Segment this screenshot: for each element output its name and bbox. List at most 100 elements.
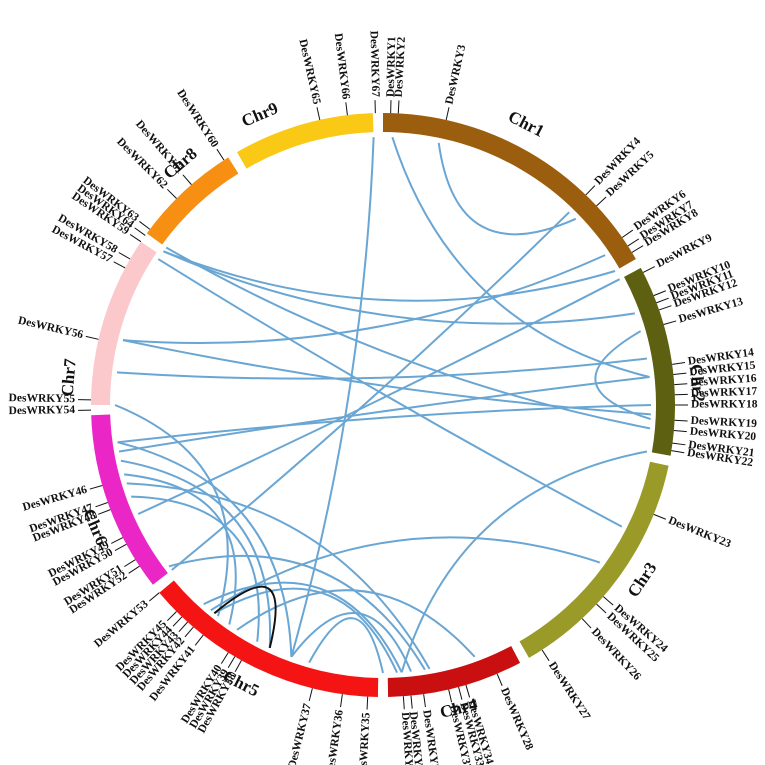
chromosome-segment-chr4 [387, 646, 521, 697]
gene-tick [656, 297, 669, 304]
synteny-link [122, 339, 651, 416]
gene-tick [674, 419, 688, 422]
gene-tick [672, 442, 686, 446]
synteny-link [213, 587, 398, 674]
gene-tick [216, 148, 225, 161]
synteny-link [163, 250, 635, 325]
chromosome-segment-chr7 [91, 241, 157, 405]
gene-tick [672, 362, 686, 365]
gene-label-deswrky18: DesWRKY18 [691, 399, 758, 411]
chromosome-segment-chr5 [159, 580, 379, 697]
gene-tick [673, 429, 687, 433]
gene-label-deswrky20: DesWRKY20 [689, 426, 756, 444]
synteny-link [400, 450, 648, 673]
gene-tick [118, 252, 131, 260]
gene-tick [166, 188, 177, 199]
gene-tick [128, 565, 140, 574]
gene-tick [674, 383, 688, 386]
chromosome-segment-chr2 [624, 267, 675, 456]
synteny-link [120, 459, 272, 648]
gene-tick [581, 618, 592, 629]
synteny-link [437, 142, 577, 236]
gene-tick [139, 221, 151, 230]
gene-label-deswrky23: DesWRKY23 [666, 514, 732, 550]
chromosome-segment-chr8 [146, 157, 239, 245]
synteny-link [308, 617, 384, 674]
gene-tick [113, 261, 126, 269]
gene-tick [621, 229, 634, 238]
gene-tick [465, 684, 471, 698]
gene-tick [182, 174, 192, 185]
gene-tick [366, 696, 369, 710]
gene-label-deswrky1: DesWRKY1 [385, 36, 399, 97]
gene-tick [653, 290, 666, 297]
gene-tick [671, 450, 685, 454]
gene-tick [541, 649, 550, 662]
synteny-link [114, 404, 229, 617]
gene-tick [308, 688, 313, 702]
chromosome-segment-chr9 [237, 113, 374, 169]
gene-tick [658, 305, 672, 311]
gene-tick [496, 673, 503, 686]
gene-tick [445, 107, 450, 121]
gene-label-deswrky36: DesWRKY36 [325, 709, 346, 765]
gene-tick [234, 660, 242, 673]
gene-tick [316, 107, 321, 121]
gene-tick [631, 245, 644, 253]
chromosome-label-chr7: Chr7 [57, 357, 79, 397]
gene-label-deswrky2: DesWRKY2 [393, 36, 408, 97]
synteny-link [168, 554, 426, 671]
gene-label-deswrky67: DesWRKY67 [368, 31, 382, 98]
gene-tick [642, 266, 655, 273]
gene-tick [397, 100, 400, 114]
gene-label-deswrky3: DesWRKY3 [443, 43, 468, 105]
gene-label-deswrky54: DesWRKY54 [8, 404, 75, 417]
gene-tick [194, 634, 204, 646]
synteny-link [137, 278, 621, 515]
gene-tick [627, 238, 640, 247]
gene-tick [124, 559, 136, 568]
chromosome-segment-chr6 [91, 414, 168, 585]
gene-label-deswrky35: DesWRKY35 [357, 712, 372, 765]
synteny-link [236, 589, 476, 658]
gene-tick [129, 234, 142, 243]
synteny-link [131, 495, 260, 642]
gene-tick [596, 196, 607, 207]
gene-label-deswrky28: DesWRKY28 [498, 686, 535, 752]
gene-label-deswrky65: DesWRKY65 [296, 38, 322, 106]
gene-tick [458, 686, 463, 700]
gene-label-deswrky19: DesWRKY19 [690, 415, 757, 430]
gene-label-deswrky27: DesWRKY27 [546, 660, 592, 722]
synteny-link [122, 254, 606, 344]
gene-label-deswrky29: DesWRKY29 [399, 712, 416, 765]
synteny-link [163, 250, 616, 302]
chromosome-label-chr1: Chr1 [505, 107, 547, 141]
gene-label-deswrky55: DesWRKY55 [9, 392, 76, 405]
gene-tick [340, 694, 343, 708]
gene-tick [423, 694, 426, 708]
synteny-link [391, 136, 650, 378]
gene-label-deswrky66: DesWRKY66 [332, 33, 352, 101]
gene-label-deswrky37: DesWRKY37 [286, 702, 314, 765]
chromosome-label-chr9: Chr9 [239, 98, 281, 130]
highlighted-synteny-link [213, 585, 277, 649]
gene-tick [114, 543, 127, 551]
synteny-link [157, 258, 623, 528]
chromosome-segment-chr1 [383, 113, 636, 269]
chromosome-label-chr3: Chr3 [624, 559, 661, 601]
gene-tick [585, 185, 596, 196]
gene-label-deswrky17: DesWRKY17 [691, 386, 758, 400]
gene-tick [220, 652, 229, 664]
gene-tick [673, 372, 687, 375]
synteny-link [126, 482, 431, 670]
synteny-link [594, 330, 651, 420]
gene-tick [227, 656, 236, 669]
gene-tick [596, 603, 607, 614]
synteny-link [171, 211, 570, 571]
synteny-link [116, 357, 648, 380]
gene-label-deswrky60: DesWRKY60 [174, 87, 220, 149]
synteny-link [124, 473, 237, 625]
gene-tick [85, 335, 99, 340]
